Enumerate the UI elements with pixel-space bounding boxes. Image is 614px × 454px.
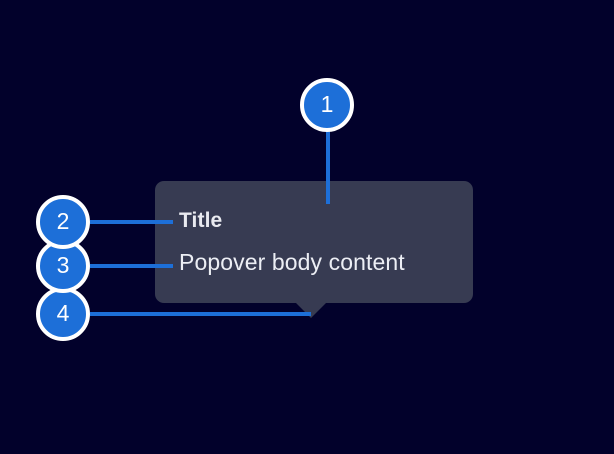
callout-marker-4-label: 4 (56, 299, 70, 326)
leader-line-1 (326, 128, 330, 204)
leader-line-4 (90, 312, 311, 316)
leader-line-3 (90, 264, 173, 268)
callout-marker-2[interactable]: 2 (36, 195, 90, 249)
callout-marker-3[interactable]: 3 (36, 239, 90, 293)
leader-line-2 (90, 220, 173, 224)
popover-title: Title (179, 209, 223, 232)
callout-marker-2-label: 2 (56, 207, 70, 234)
popover: Title Popover body content (155, 181, 473, 303)
callout-marker-1-label: 1 (320, 90, 334, 117)
callout-marker-1[interactable]: 1 (300, 78, 354, 132)
popover-body: Popover body content (179, 249, 405, 275)
callout-marker-3-label: 3 (56, 251, 70, 278)
callout-marker-4[interactable]: 4 (36, 287, 90, 341)
